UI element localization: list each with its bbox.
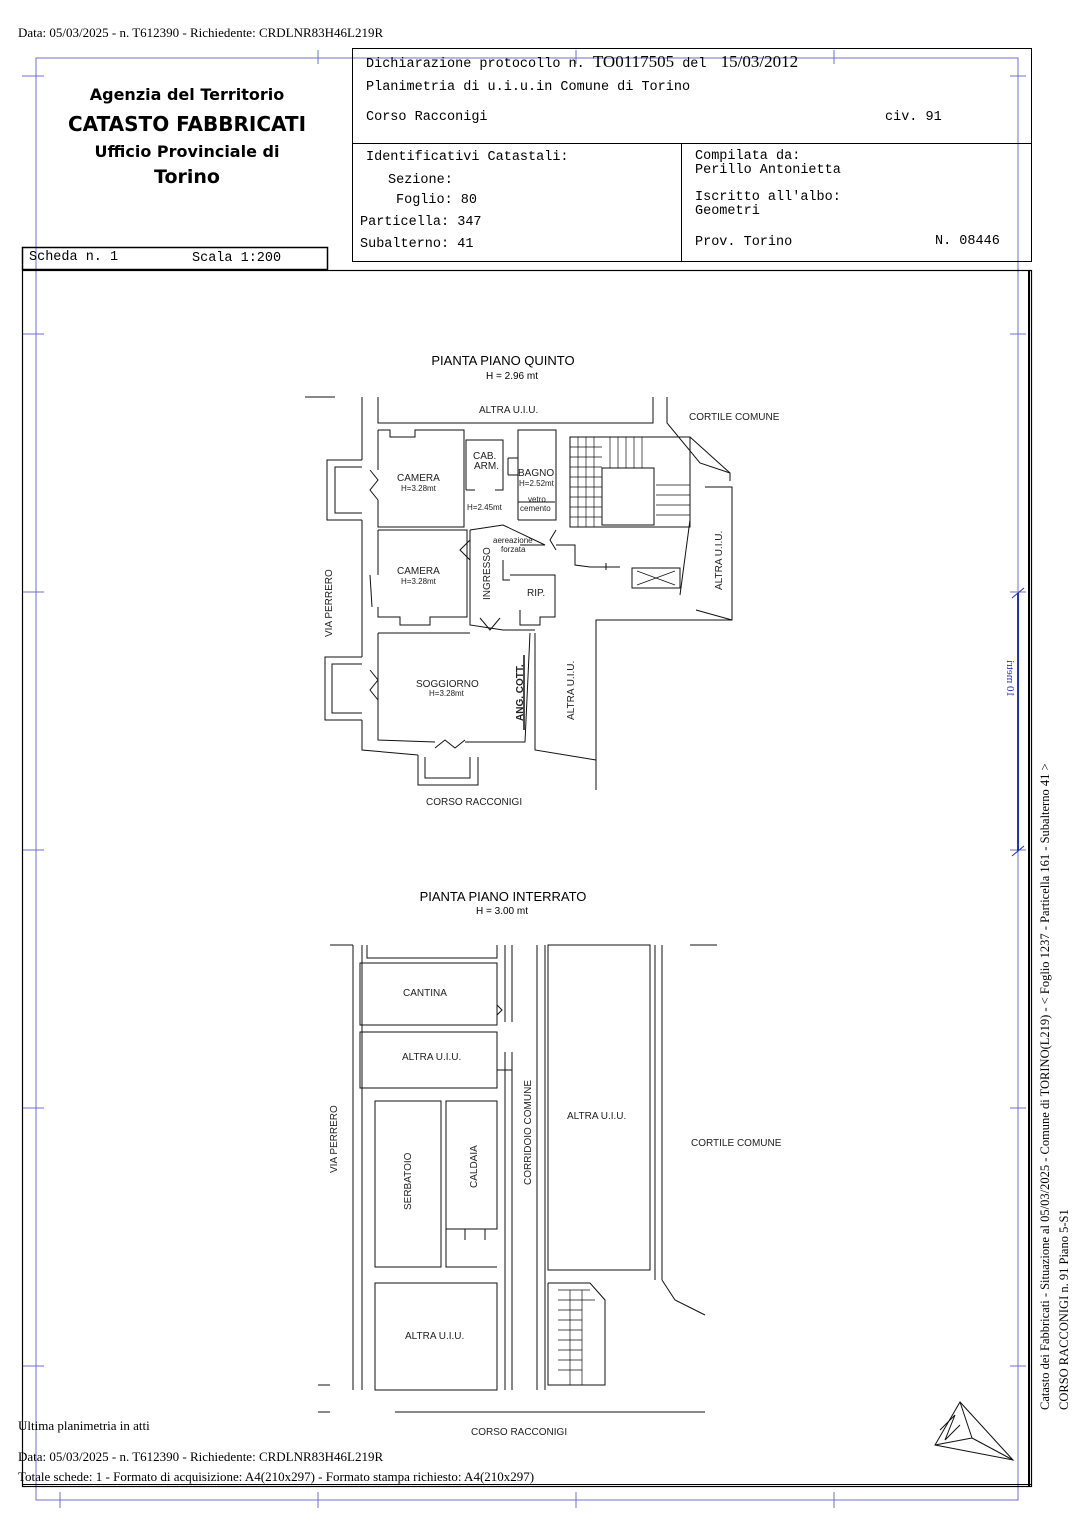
label-via-perrero: VIA PERRERO	[324, 569, 335, 637]
label-angolo-cottura: ANG. COTT.	[515, 664, 526, 721]
guide-frame	[22, 50, 1026, 1508]
agency-city: Torino	[154, 166, 220, 188]
plan-quinto-title: PIANTA PIANO QUINTO	[431, 353, 575, 368]
scheda-number: Scheda n. 1	[29, 250, 119, 265]
plan-interrato-walls	[318, 944, 717, 1413]
subalterno: Subalterno: 41	[360, 237, 474, 252]
label-camera-2: CAMERA	[397, 566, 440, 577]
albo: Geometri	[695, 204, 760, 219]
label-aereazione: aereazione	[493, 536, 533, 545]
scale-bar-label: 10 metri	[1004, 660, 1016, 697]
label-camera-1-height: H=3.28mt	[401, 484, 436, 493]
plan-quinto-walls	[305, 396, 733, 790]
label-cantina: CANTINA	[403, 988, 447, 999]
footer-ultima: Ultima planimetria in atti	[18, 1418, 150, 1433]
label-via-perrero-2: VIA PERRERO	[329, 1105, 340, 1173]
label-corridoio: CORRIDOIO COMUNE	[523, 1080, 534, 1185]
compiler-name: Perillo Antonietta	[695, 163, 841, 178]
label-altra-uiu-a: ALTRA U.I.U.	[402, 1052, 462, 1063]
label-serbatoio: SERBATOIO	[403, 1152, 414, 1210]
label-bagno: BAGNO	[518, 468, 555, 479]
protocol-prefix: Dichiarazione protocollo n.	[366, 57, 585, 72]
plan-interrato-height: H = 3.00 mt	[476, 906, 528, 917]
header-boxes	[21, 48, 1033, 1488]
protocol-line: Dichiarazione protocollo n. TO0117505 de…	[366, 52, 798, 72]
label-soggiorno-height: H=3.28mt	[429, 689, 464, 698]
label-altra-uiu-c: ALTRA U.I.U.	[405, 1331, 465, 1342]
label-altra-uiu-b: ALTRA U.I.U.	[567, 1111, 627, 1122]
label-ingresso: INGRESSO	[482, 547, 493, 600]
scale: Scala 1:200	[192, 251, 282, 266]
label-altra-uiu-3: ALTRA U.I.U.	[714, 530, 725, 590]
request-info: Data: 05/03/2025 - n. T612390 - Richiede…	[18, 25, 384, 40]
label-camera-2-height: H=3.28mt	[401, 577, 436, 586]
sezione: Sezione:	[388, 173, 453, 188]
plan-interrato-title: PIANTA PIANO INTERRATO	[419, 889, 587, 904]
planimetria-line: Planimetria di u.i.u.in Comune di Torino	[366, 80, 691, 95]
particella: Particella: 347	[360, 215, 482, 230]
label-camera-1: CAMERA	[397, 473, 440, 484]
scale-bar	[1011, 587, 1025, 857]
label-corso-racconigi-2: CORSO RACCONIGI	[471, 1427, 568, 1438]
protocol-number: TO0117505	[592, 52, 675, 71]
street: Corso Racconigi	[366, 110, 488, 125]
compiler-label: Compilata da:	[695, 149, 801, 164]
plan-quinto-height: H = 2.96 mt	[486, 371, 538, 382]
side-info-line-1: Catasto dei Fabbricati - Situazione al 0…	[1038, 763, 1052, 1410]
agency-name: Agenzia del Territorio	[89, 85, 285, 104]
label-altra-uiu-2: ALTRA U.I.U.	[566, 660, 577, 720]
identifiers-title: Identificativi Catastali:	[366, 150, 569, 165]
side-info-line-2: CORSO RACCONIGI n. 91 Piano 5-S1	[1057, 1209, 1071, 1410]
label-altra-uiu: ALTRA U.I.U.	[479, 405, 539, 416]
albo-label: Iscritto all'albo:	[695, 190, 841, 205]
province: Prov. Torino	[695, 235, 793, 250]
civic-number: civ. 91	[885, 110, 942, 125]
protocol-date: 15/03/2012	[720, 52, 799, 71]
foglio: Foglio: 80	[396, 193, 478, 208]
label-corridor-height: H=2.45mt	[467, 503, 502, 512]
footer-totale: Totale schede: 1 - Formato di acquisizio…	[18, 1469, 535, 1484]
label-bagno-height: H=2.52mt	[519, 479, 554, 488]
north-arrow-icon	[934, 1401, 1015, 1461]
label-caldaia: CALDAIA	[469, 1145, 480, 1188]
label-cortile-2: CORTILE COMUNE	[691, 1138, 782, 1149]
label-soggiorno: SOGGIORNO	[416, 679, 479, 690]
footer-request-info: Data: 05/03/2025 - n. T612390 - Richiede…	[18, 1449, 384, 1464]
label-cortile: CORTILE COMUNE	[689, 412, 780, 423]
label-arm: ARM.	[474, 461, 499, 472]
agency-department: CATASTO FABBRICATI	[67, 112, 307, 136]
label-cab: CAB.	[473, 451, 497, 462]
label-vetro: vetro	[528, 495, 546, 504]
label-corso-racconigi: CORSO RACCONIGI	[426, 797, 523, 808]
label-forzata: forzata	[501, 545, 526, 554]
protocol-del: del	[682, 57, 707, 72]
agency-office: Ufficio Provinciale di	[94, 142, 280, 161]
label-cemento: cemento	[520, 504, 551, 513]
registration-number: N. 08446	[935, 234, 1000, 249]
label-rip: RIP.	[527, 588, 546, 599]
